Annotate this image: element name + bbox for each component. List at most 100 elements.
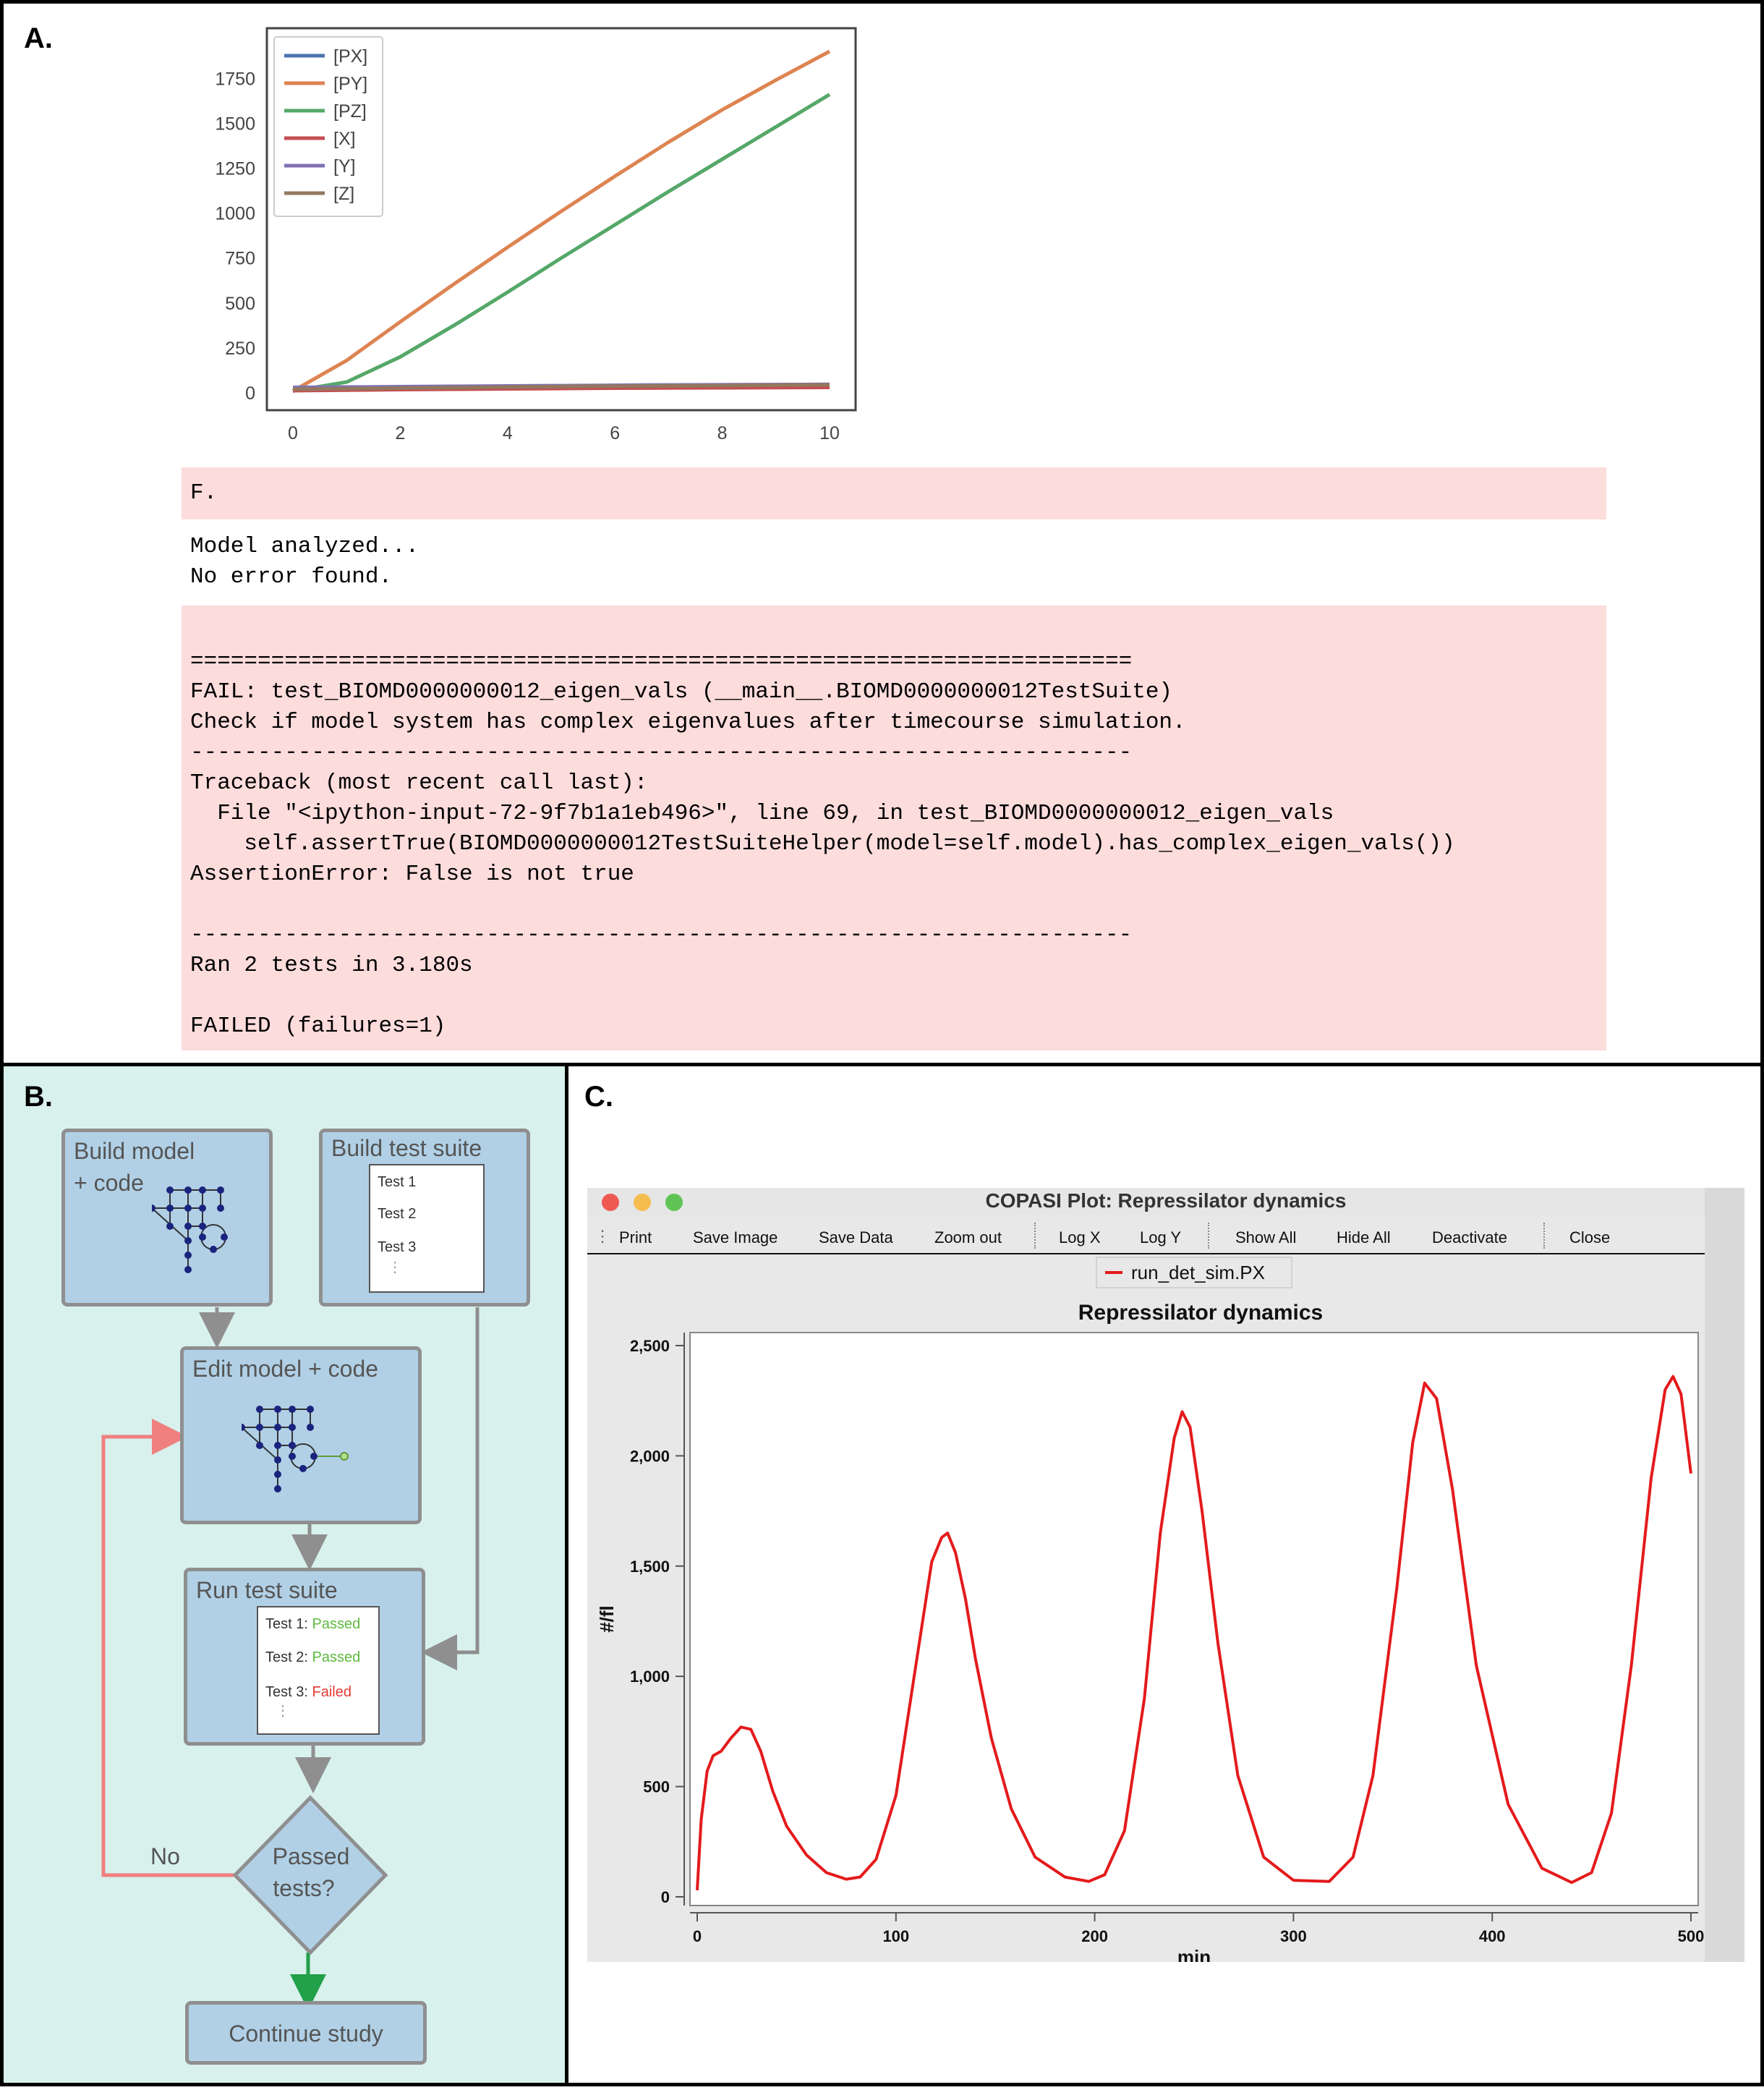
stderr-text-1: F. (190, 480, 218, 506)
copasi-plot-window: COPASI Plot: Repressilator dynamics ⋮ Pr… (587, 1188, 1744, 1968)
y-tick-label: 1500 (215, 114, 255, 134)
zoom-out-button[interactable]: Zoom out (934, 1228, 1002, 1246)
series-line-run-det-sim-px (696, 1375, 1692, 1891)
edit-model-title: Edit model + code (192, 1356, 379, 1382)
stdout-line-2: No error found. (190, 564, 393, 590)
run-test-suite-box: Run test suite Test 1: Passed Test 2: Pa… (184, 1568, 425, 1746)
x-tick-label: 4 (503, 423, 513, 443)
stderr-output-2: ========================================… (182, 606, 1606, 1050)
legend-label: [Z] (333, 184, 354, 204)
x-tick-label: 500 (1678, 1927, 1705, 1945)
test-result-1-name: Test 1: (265, 1616, 312, 1632)
build-model-box: Build model + code (61, 1129, 273, 1307)
y-tick-label: 1000 (215, 204, 255, 224)
y-tick-label: 500 (643, 1778, 670, 1796)
stderr-output-1: F. (182, 467, 1606, 519)
x-tick-label: 0 (288, 423, 298, 443)
x-axis-label: min (1177, 1946, 1211, 1962)
series-line-z (292, 383, 830, 391)
panel-c-label: C. (584, 1081, 613, 1113)
run-test-suite-title: Run test suite (196, 1577, 338, 1603)
arrow-no-loop (101, 1419, 239, 1877)
suite-test-1: Test 1 (378, 1174, 417, 1190)
x-tick-label: 200 (1081, 1927, 1108, 1945)
log-x-button[interactable]: Log X (1059, 1228, 1101, 1246)
x-tick-label: 6 (610, 423, 620, 443)
close-window-icon[interactable] (602, 1194, 619, 1211)
x-tick-label: 100 (882, 1927, 909, 1945)
test-result-1-status: Passed (312, 1616, 361, 1632)
traceback-line-13: FAILED (failures=1) (190, 1014, 446, 1039)
traceback-line-10: ----------------------------------------… (190, 922, 1133, 948)
test-result-2-name: Test 2: (265, 1649, 312, 1665)
minimize-window-icon[interactable] (634, 1194, 651, 1211)
legend-label: [Y] (333, 156, 356, 177)
deactivate-button[interactable]: Deactivate (1432, 1228, 1507, 1246)
x-tick-label: 2 (395, 423, 405, 443)
chart-legend: [PX][PY][PZ][X][Y][Z] (273, 36, 383, 217)
series-line-py (291, 49, 831, 393)
y-tick-label: 0 (245, 383, 255, 404)
traceback-line-8: AssertionError: False is not true (190, 862, 634, 887)
test-results-more-ellipsis: ⋮ (276, 1703, 290, 1719)
y-tick-label: 1,000 (630, 1668, 670, 1686)
continue-study-label: Continue study (229, 2021, 383, 2047)
hide-all-button[interactable]: Hide All (1337, 1228, 1391, 1246)
maximize-window-icon[interactable] (665, 1194, 683, 1211)
suite-more-ellipsis: ⋮ (388, 1259, 402, 1275)
print-button[interactable]: Print (619, 1228, 652, 1246)
traceback-line-5: Traceback (most recent call last): (190, 770, 648, 796)
test-suite-list: Test 1 Test 2 Test 3 ⋮ (369, 1164, 485, 1293)
stdout-line-1: Model analyzed... (190, 534, 419, 559)
traceback-line-3: Check if model system has complex eigenv… (190, 710, 1186, 735)
test-result-2: Test 2: Passed (265, 1649, 360, 1666)
y-tick-label: 750 (225, 249, 255, 269)
x-tick-label: 10 (819, 423, 840, 443)
decision-label-line1: Passed (272, 1843, 350, 1869)
test-result-3-status: Failed (312, 1684, 351, 1700)
build-test-suite-title: Build test suite (331, 1135, 482, 1161)
x-tick-label: 0 (693, 1927, 702, 1945)
y-tick-label: 500 (225, 294, 255, 314)
network-graph-icon (152, 1186, 228, 1273)
y-tick-label: 0 (661, 1888, 670, 1906)
x-tick-label: 400 (1479, 1927, 1506, 1945)
traceback-line-11: Ran 2 tests in 3.180s (190, 953, 473, 978)
test-result-3-name: Test 3: (265, 1684, 312, 1700)
y-tick-label: 2,000 (630, 1447, 670, 1465)
test-result-3: Test 3: Failed (265, 1684, 351, 1701)
suite-test-3: Test 3 (378, 1239, 417, 1255)
plot-scrollbar[interactable] (1705, 1188, 1744, 1962)
chart-title: Repressilator dynamics (1078, 1301, 1323, 1325)
traceback-line-7: self.assertTrue(BIOMD0000000012TestSuite… (190, 831, 1455, 857)
build-test-suite-box: Build test suite Test 1 Test 2 Test 3 ⋮ (319, 1129, 530, 1307)
toolbar-separator (1543, 1223, 1545, 1249)
y-tick-label: 1,500 (630, 1558, 670, 1576)
decision-diamond (232, 1795, 388, 1955)
window-title: COPASI Plot: Repressilator dynamics (985, 1189, 1347, 1212)
build-model-subtitle: + code (74, 1170, 144, 1196)
x-tick-label: 8 (717, 423, 728, 443)
traceback-line-1: ========================================… (190, 649, 1133, 674)
legend-label: [PX] (333, 46, 367, 67)
network-graph-edited-icon (242, 1406, 349, 1492)
x-tick-label: 300 (1280, 1927, 1307, 1945)
traceback-line-6: File "<ipython-input-72-9f7b1a1eb496>", … (190, 801, 1334, 826)
save-image-button[interactable]: Save Image (693, 1228, 778, 1246)
flowchart-connectors (101, 1307, 480, 2010)
log-y-button[interactable]: Log Y (1140, 1228, 1182, 1246)
close-button[interactable]: Close (1569, 1228, 1611, 1246)
continue-study-box: Continue study (185, 2001, 427, 2065)
y-axis-label: #/fl (596, 1605, 618, 1633)
arrow-suite-to-run (421, 1307, 480, 1670)
test-results-list: Test 1: Passed Test 2: Passed Test 3: Fa… (257, 1606, 380, 1735)
save-data-button[interactable]: Save Data (819, 1228, 893, 1246)
y-tick-label: 1750 (215, 69, 255, 89)
suite-test-2: Test 2 (378, 1206, 417, 1222)
panel-b: B. Build model + code (0, 1063, 568, 2086)
show-all-button[interactable]: Show All (1235, 1228, 1297, 1246)
edit-model-box: Edit model + code (180, 1346, 422, 1524)
